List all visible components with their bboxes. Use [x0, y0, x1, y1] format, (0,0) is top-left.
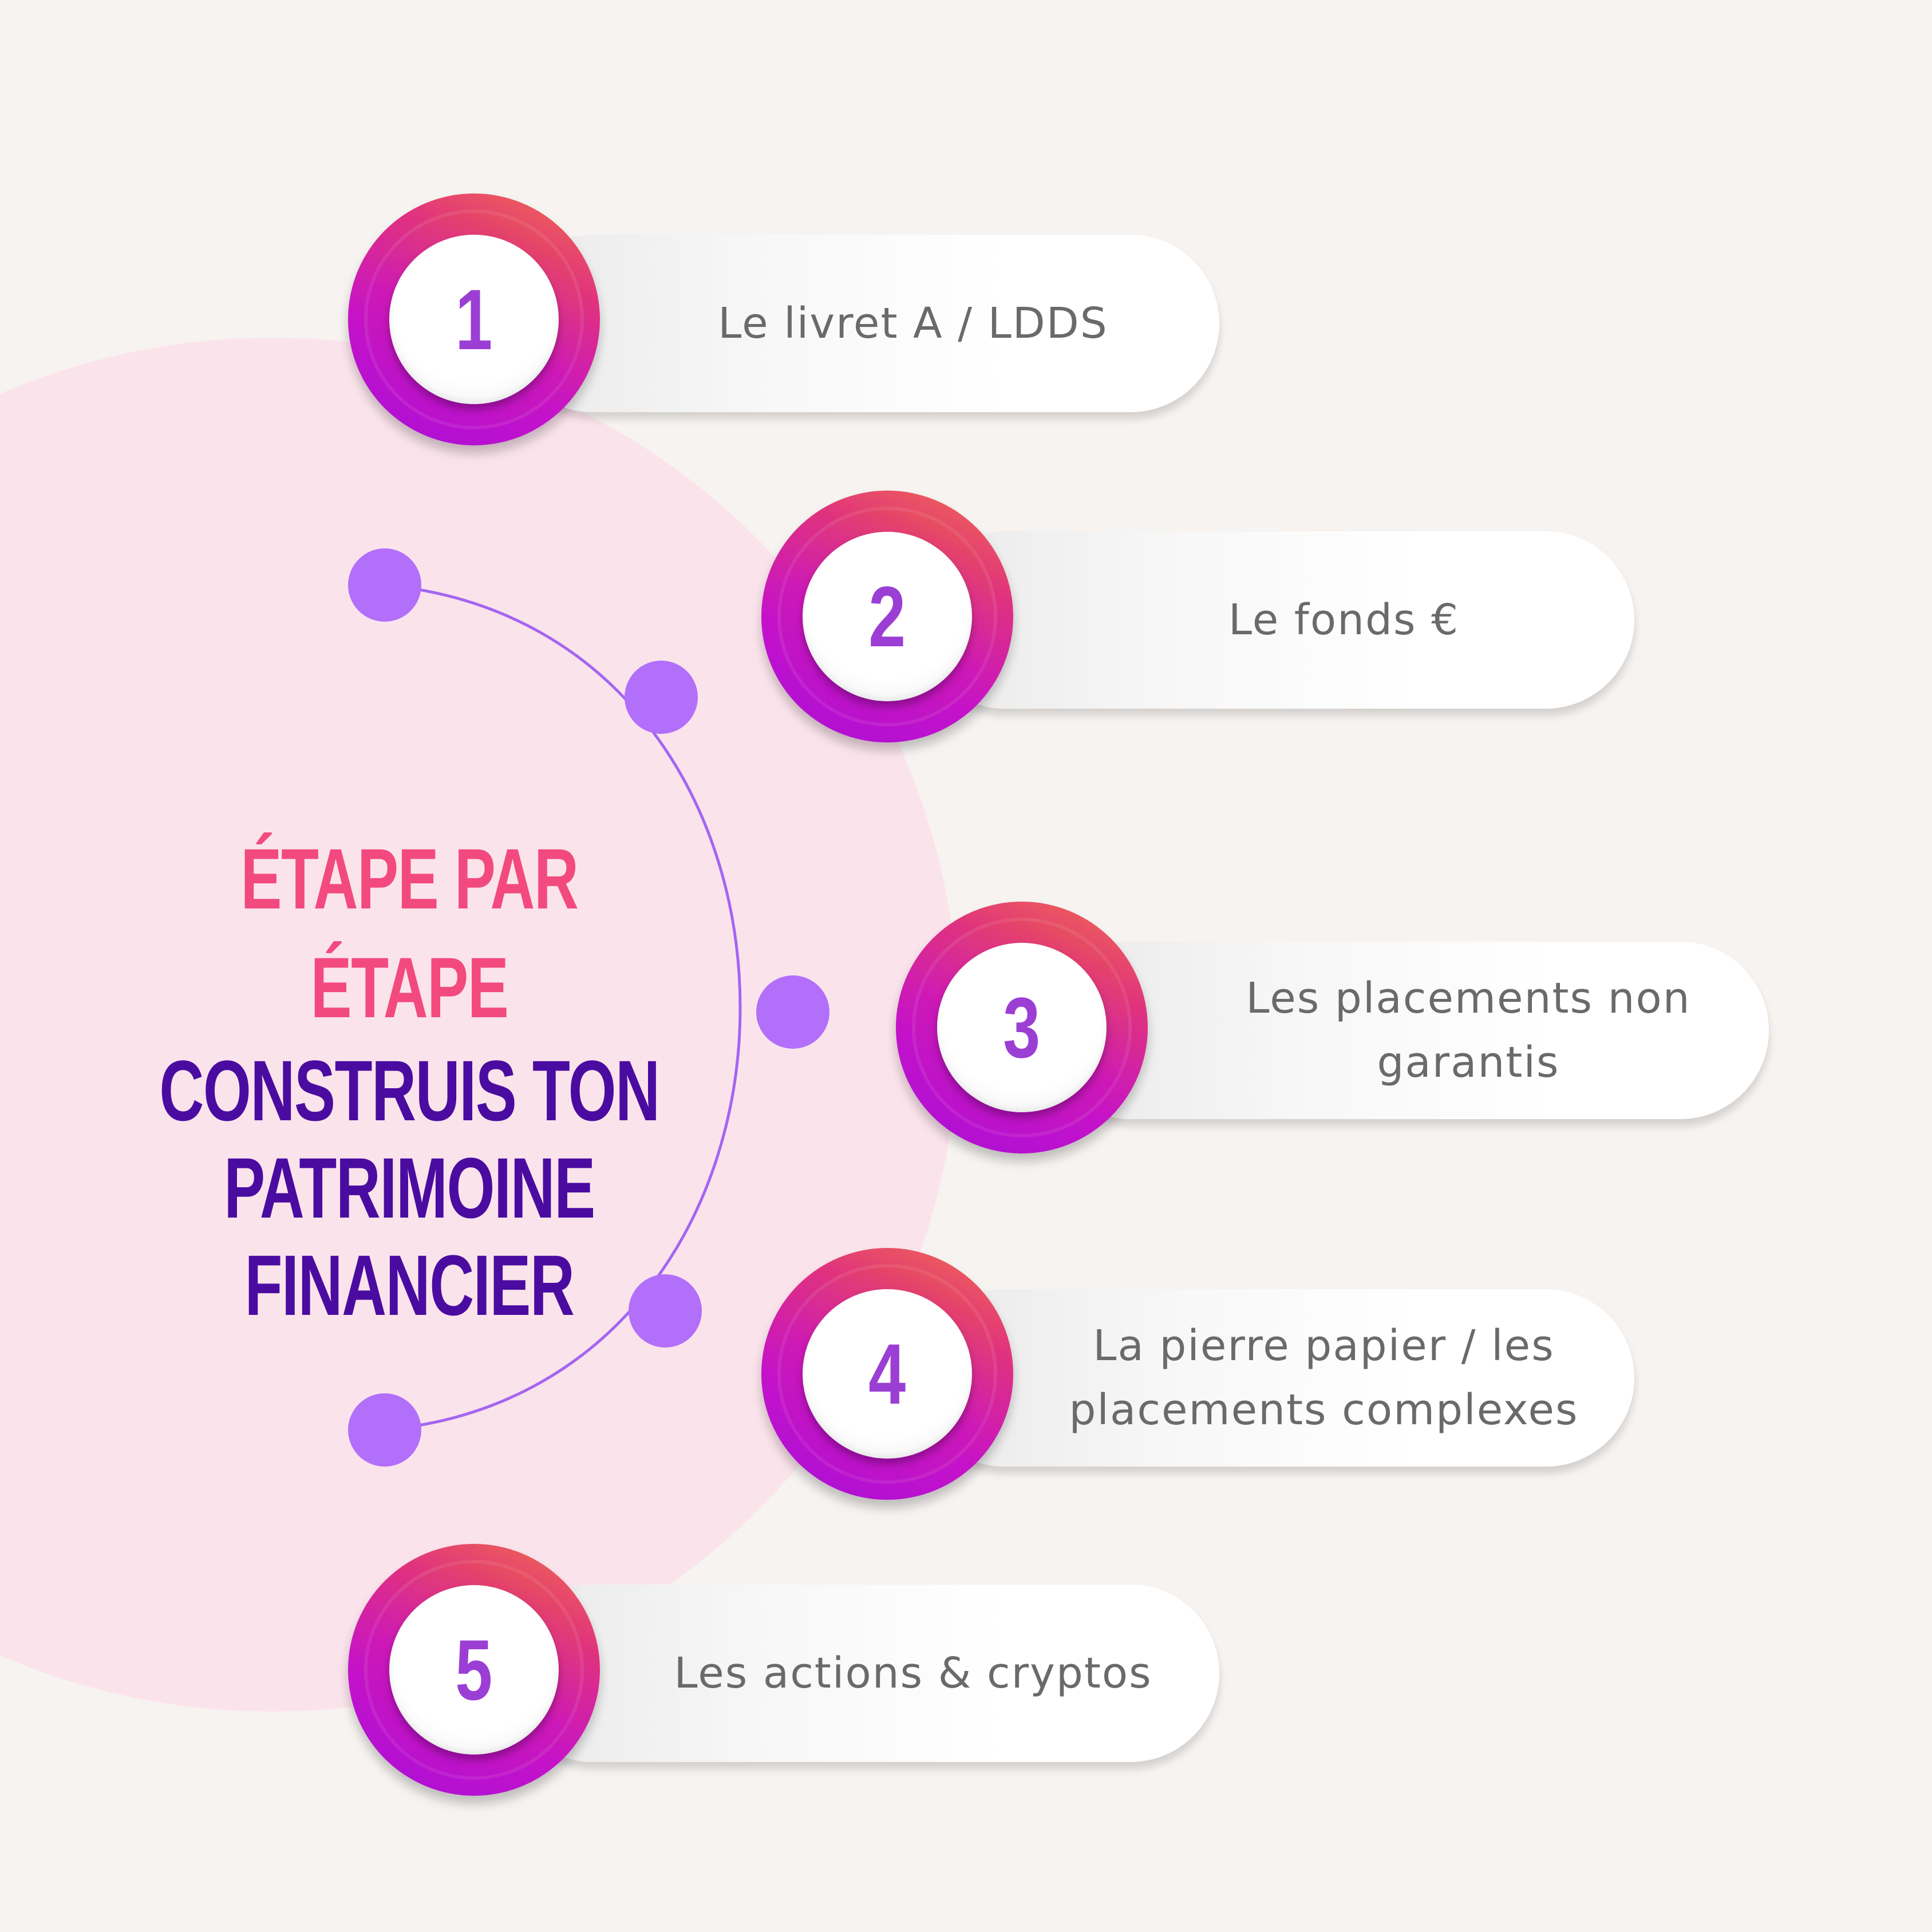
- step-5-number: 5: [455, 1622, 493, 1718]
- step-3-number: 3: [1003, 979, 1041, 1076]
- timeline-dot-4: [629, 1274, 702, 1348]
- step-5-label-line-1: Les actions & cryptos: [674, 1649, 1152, 1698]
- step-3-label-line-1: Les placements non: [1246, 974, 1691, 1023]
- step-5-label-card: Les actions & cryptos: [504, 1585, 1219, 1762]
- step-3-label: Les placements non garantis: [1246, 966, 1690, 1095]
- step-4-number: 4: [868, 1326, 906, 1422]
- step-3-label-line-2: garantis: [1377, 1038, 1560, 1087]
- timeline-dot-2: [625, 661, 698, 734]
- timeline-dot-1: [348, 548, 421, 622]
- step-1-label-card: Le livret A / LDDS: [504, 235, 1219, 412]
- step-2-badge: 2: [761, 491, 1013, 742]
- step-4-label-card: La pierre papier / les placements comple…: [916, 1289, 1634, 1467]
- title-line-2: PATRIMOINE FINANCIER: [224, 1140, 595, 1333]
- step-1-number: 1: [455, 271, 493, 368]
- step-2-label: Le fonds €: [1228, 588, 1459, 652]
- step-5-badge-core: 5: [389, 1585, 559, 1755]
- step-1-badge-core: 1: [389, 235, 559, 404]
- pink-halo: [0, 338, 959, 1712]
- title-line-1: CONSTRUIS TON: [159, 1042, 660, 1139]
- step-4-label-line-2: placements complexes: [1069, 1385, 1579, 1435]
- step-3-badge: 3: [896, 902, 1148, 1153]
- step-3-badge-core: 3: [937, 943, 1107, 1112]
- step-3-label-card: Les placements non garantis: [1042, 942, 1769, 1119]
- step-4-label-line-1: La pierre papier / les: [1093, 1321, 1555, 1370]
- step-5-label: Les actions & cryptos: [674, 1641, 1152, 1705]
- step-2-badge-core: 2: [803, 532, 972, 701]
- timeline-dot-5: [348, 1393, 421, 1467]
- timeline-dot-3: [756, 975, 829, 1049]
- step-5-badge: 5: [348, 1544, 600, 1796]
- step-4-badge: 4: [761, 1248, 1013, 1500]
- step-4-label: La pierre papier / les placements comple…: [1069, 1314, 1578, 1442]
- step-4-badge-core: 4: [803, 1289, 972, 1459]
- step-1-label-line-1: Le livret A / LDDS: [718, 299, 1108, 348]
- step-1-label: Le livret A / LDDS: [718, 291, 1108, 355]
- step-2-label-card: Le fonds €: [916, 531, 1634, 709]
- title-block: ÉTAPE PAR ÉTAPE CONSTRUIS TON PATRIMOINE…: [156, 824, 663, 1334]
- title-kicker: ÉTAPE PAR ÉTAPE: [240, 831, 579, 1036]
- step-2-number: 2: [868, 568, 906, 665]
- timeline-arc: [384, 583, 742, 1432]
- step-2-label-line-1: Le fonds €: [1228, 595, 1460, 645]
- step-1-badge: 1: [348, 193, 600, 445]
